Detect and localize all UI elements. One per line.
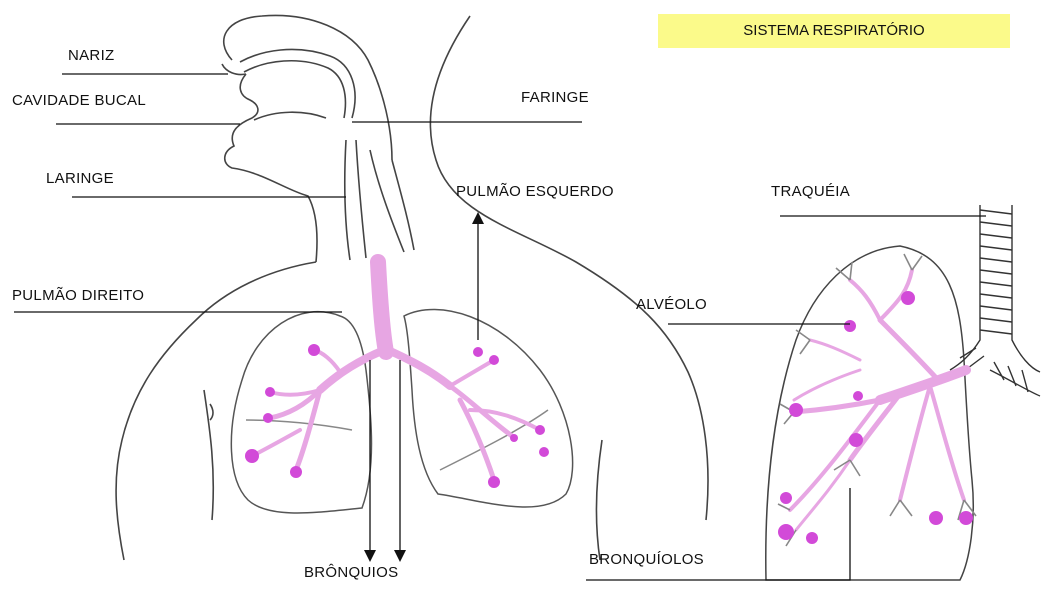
leader-lines <box>14 74 986 580</box>
bronquios-arrowhead-right <box>394 550 406 562</box>
label-traqueia: TRAQUÉIA <box>771 183 850 200</box>
label-laringe: LARINGE <box>46 170 114 187</box>
bronquios-arrowhead-left <box>364 550 376 562</box>
label-pulmao-direito: PULMÃO DIREITO <box>12 287 144 304</box>
label-faringe: FARINGE <box>521 89 589 106</box>
label-alveolo: ALVÉOLO <box>636 296 707 313</box>
diagram-title: SISTEMA RESPIRATÓRIO <box>658 22 1010 39</box>
label-cavidade-bucal: CAVIDADE BUCAL <box>12 92 146 109</box>
detail-alveoli <box>778 291 973 544</box>
label-pulmao-esquerdo: PULMÃO ESQUERDO <box>456 183 614 200</box>
detail-bronchi <box>790 270 966 530</box>
lungs-body <box>231 310 572 513</box>
body-outline <box>116 15 708 560</box>
trachea-body <box>252 262 540 480</box>
label-nariz: NARIZ <box>68 47 115 64</box>
label-bronquios: BRÔNQUIOS <box>304 564 398 581</box>
title-box: SISTEMA RESPIRATÓRIO <box>658 14 1010 48</box>
label-bronquiolos: BRONQUÍOLOS <box>589 551 704 568</box>
